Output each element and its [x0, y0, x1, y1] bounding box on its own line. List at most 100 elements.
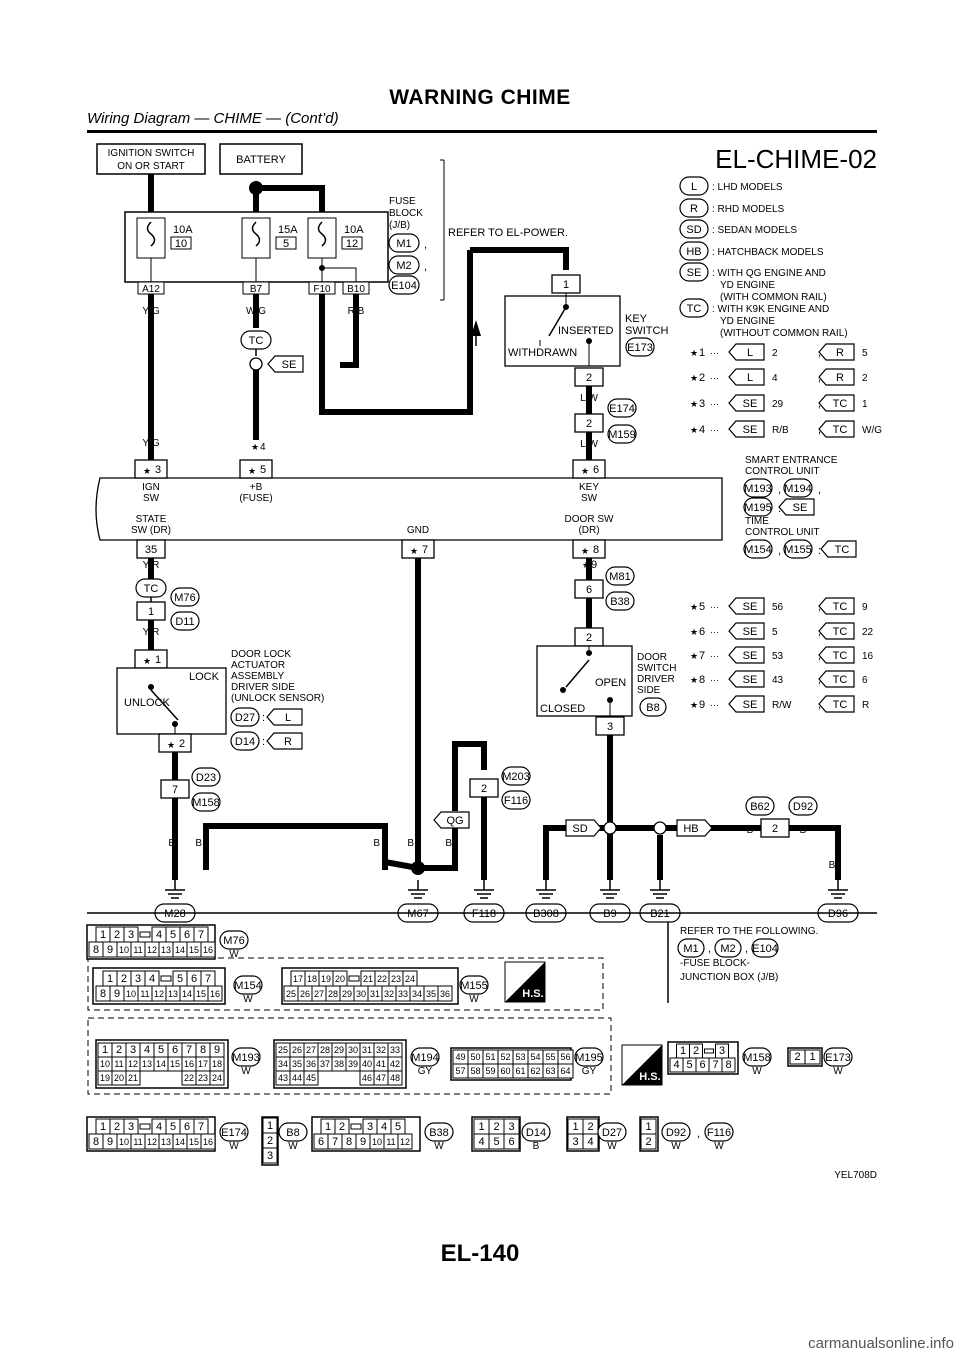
- tag-label: M193: [232, 1052, 260, 1064]
- sep: ,: [818, 484, 821, 496]
- m81-conn-tag: [605, 591, 635, 611]
- inline-conn-tag: [607, 424, 637, 444]
- b8-cell: [262, 1147, 278, 1164]
- tag-label: R: [690, 203, 698, 215]
- pin-number: 6: [184, 929, 190, 941]
- pin-number: 5: [170, 1121, 176, 1133]
- pin-number: 30: [356, 989, 366, 999]
- wire: [340, 294, 359, 368]
- tag-label: M203: [502, 771, 530, 783]
- star-mark: ★: [248, 466, 256, 476]
- control-unit-pin: [239, 459, 273, 479]
- star-number: 8: [699, 674, 705, 686]
- tag-label: D96: [828, 908, 848, 920]
- pin-number: 3: [267, 1150, 273, 1162]
- pin-number: 34: [278, 1059, 288, 1069]
- pin-number: 3: [508, 1121, 514, 1133]
- lock-tab: [350, 1123, 362, 1130]
- note-value: 2: [772, 348, 778, 359]
- note-bottom-tag: [818, 670, 855, 688]
- time-control-label: TIME: [745, 516, 769, 527]
- m203-conn-tag: [501, 790, 531, 810]
- connector-color: W: [714, 1141, 724, 1152]
- sep: ,: [778, 484, 781, 496]
- connector-color: W: [469, 994, 479, 1005]
- star-mark: ★: [690, 700, 698, 710]
- pin-number: 10: [100, 1059, 110, 1069]
- fuse-connector-tag: [388, 275, 420, 295]
- connector-color: W: [671, 1141, 681, 1152]
- page-number: EL-140: [440, 1240, 520, 1267]
- pin-number: 46: [362, 1073, 372, 1083]
- d92-conn-tag: [788, 796, 818, 816]
- smart-conn-tag: [783, 478, 813, 498]
- pin-number: 7: [205, 973, 211, 985]
- pin-number: 22: [377, 974, 387, 984]
- pin-number: 54: [530, 1052, 540, 1062]
- smart-entrance-label: CONTROL UNIT: [745, 466, 820, 477]
- pin-number: 3: [367, 1121, 373, 1133]
- pin-number: 2: [586, 632, 592, 644]
- fuse-number: 10: [175, 238, 187, 250]
- pin-number: 7: [712, 1059, 718, 1071]
- d23-conn-tag: [191, 792, 221, 812]
- control-pin-label: SW: [143, 493, 160, 504]
- tag-label: HB: [686, 246, 701, 258]
- door-switch-open: OPEN: [595, 677, 626, 689]
- ignition-switch-box: [96, 143, 206, 175]
- note-value: W/G: [862, 425, 882, 436]
- pin-number: 4: [673, 1059, 679, 1071]
- tag-label: B62: [750, 801, 770, 813]
- time-control-label: CONTROL UNIT: [745, 527, 820, 538]
- pin-number: 6: [593, 464, 599, 476]
- door-lock-conn: [230, 707, 260, 727]
- pin-number: 23: [391, 974, 401, 984]
- control-pin-label: (DR): [578, 525, 599, 536]
- pin-number: 1: [563, 279, 569, 291]
- pin-number: 6: [172, 1044, 178, 1056]
- fuse-amp: 15A: [278, 224, 298, 236]
- pin-number: 11: [133, 945, 142, 955]
- key-switch-box: [504, 295, 621, 367]
- connector-ring: [653, 821, 667, 835]
- pin-number: 14: [182, 989, 192, 999]
- pin-number: 14: [156, 1059, 166, 1069]
- pin-number: 8: [725, 1059, 731, 1071]
- sep: ,: [778, 545, 781, 557]
- pin-number: 1: [645, 1121, 651, 1133]
- pin-number: 15: [189, 1137, 199, 1147]
- key-inserted-label: INSERTED: [558, 325, 613, 337]
- pin-number: 7: [186, 1044, 192, 1056]
- pin-number: 15: [189, 945, 199, 955]
- note-bottom-tag: [728, 622, 765, 640]
- tag-label: SE: [743, 650, 758, 662]
- tag-label: B21: [650, 908, 670, 920]
- pin-number: 44: [292, 1073, 302, 1083]
- note-top-tag: [818, 420, 855, 438]
- note-top-tag: [818, 343, 855, 361]
- door-lock-conn: [230, 731, 260, 751]
- tag-label: SD: [686, 224, 701, 236]
- wire: [470, 247, 569, 270]
- connector-id: [219, 930, 249, 950]
- tag-label: L: [691, 181, 697, 193]
- pin-number: 4: [478, 1136, 484, 1148]
- pin-number: 26: [300, 989, 310, 999]
- note-top-tag: [728, 394, 765, 412]
- note-bottom-tag: [818, 622, 855, 640]
- pin-number: 15: [196, 989, 206, 999]
- control-pin-label: STATE: [136, 514, 167, 525]
- tag-label: M154: [744, 544, 772, 556]
- b62-conn-tag: [745, 796, 775, 816]
- tag-label: M195: [744, 502, 772, 514]
- pin-number: 2: [339, 1121, 345, 1133]
- pin-number: 31: [370, 989, 380, 999]
- tag-label: SE: [743, 601, 758, 613]
- star-mark: ★: [143, 656, 151, 666]
- connector-ring: [603, 821, 617, 835]
- pin-number: 1: [100, 1121, 106, 1133]
- pin-number: 16: [203, 1137, 213, 1147]
- tag-se: [267, 355, 304, 373]
- pin-number: 21: [363, 974, 373, 984]
